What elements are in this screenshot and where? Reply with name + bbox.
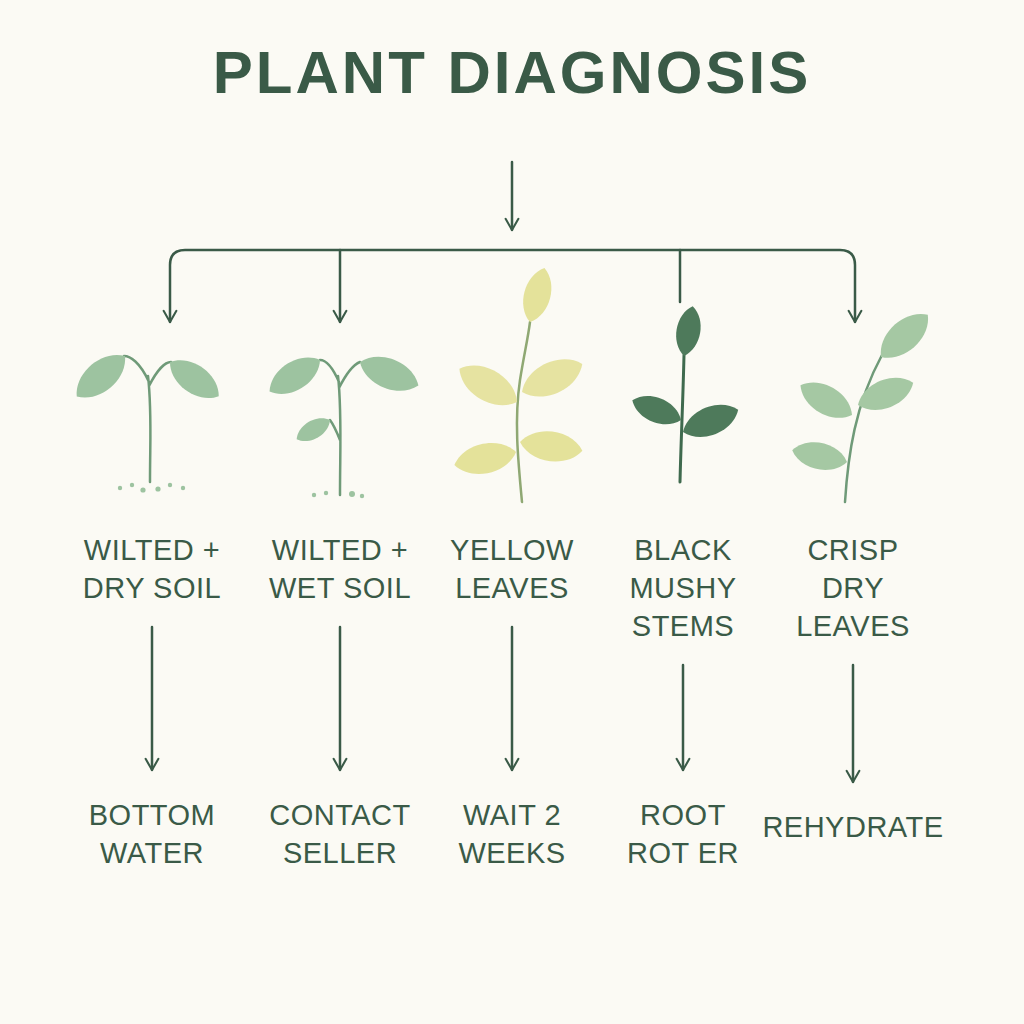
soil-dot — [130, 483, 134, 487]
symptom-node: WILTED + WET SOIL — [265, 531, 415, 607]
stem — [124, 356, 171, 482]
leaf — [871, 304, 938, 368]
wilted-plant — [67, 345, 227, 493]
action-node: BOTTOM WATER — [77, 796, 227, 872]
action-label: WAIT 2 WEEKS — [437, 796, 587, 872]
leaf — [515, 350, 589, 407]
flow-arrow — [511, 627, 514, 770]
symptom-label: CRISP DRY LEAVES — [778, 531, 928, 645]
action-node: REHYDRATE — [759, 808, 948, 846]
soil-dot — [181, 486, 185, 490]
soil-dot — [349, 491, 355, 497]
bracket-drop — [339, 250, 342, 322]
leaf — [517, 264, 557, 325]
soil-dot — [312, 493, 316, 497]
leaf — [262, 348, 327, 403]
leaf — [672, 304, 704, 358]
soil-dot — [118, 486, 122, 490]
wilted-plant — [262, 348, 424, 498]
leaf — [452, 355, 525, 415]
action-label: BOTTOM WATER — [77, 796, 227, 872]
action-node: ROOT ROT ER — [608, 796, 758, 872]
flow-arrow — [339, 627, 342, 770]
symptom-node: YELLOW LEAVES — [437, 531, 587, 607]
symptom-node: BLACK MUSHY STEMS — [608, 531, 758, 645]
symptom-node: WILTED + DRY SOIL — [77, 531, 227, 607]
symptom-label: WILTED + WET SOIL — [265, 531, 415, 607]
crisp-plant — [789, 304, 937, 502]
leaf — [292, 412, 334, 447]
action-node: CONTACT SELLER — [265, 796, 415, 872]
symptom-label: WILTED + DRY SOIL — [77, 531, 227, 607]
leaf — [789, 437, 849, 474]
branch-bracket — [170, 162, 855, 322]
soil-dots — [118, 483, 185, 493]
leaf — [628, 389, 686, 432]
action-label: CONTACT SELLER — [265, 796, 415, 872]
leaf — [678, 397, 744, 445]
dark-plant — [628, 304, 744, 482]
leaf — [67, 345, 134, 408]
flow-arrow — [682, 665, 685, 770]
soil-dot — [168, 483, 172, 487]
symptom-label: BLACK MUSHY STEMS — [608, 531, 758, 645]
stem — [845, 355, 882, 502]
diagram-title: PLANT DIAGNOSIS — [0, 38, 1024, 107]
yellow-plant — [451, 264, 589, 502]
soil-dot — [155, 486, 160, 491]
leaf — [354, 348, 424, 399]
soil-dot — [360, 494, 364, 498]
soil-dot — [140, 487, 145, 492]
action-node: WAIT 2 WEEKS — [437, 796, 587, 872]
leaf — [451, 437, 519, 479]
title-arrow — [511, 162, 514, 230]
leaf — [793, 373, 859, 427]
action-label: REHYDRATE — [759, 808, 948, 846]
flow-arrow — [151, 627, 154, 770]
bracket-line — [170, 250, 855, 322]
stem — [517, 322, 530, 502]
symptom-node: CRISP DRY LEAVES — [778, 531, 928, 645]
leaf — [162, 351, 227, 408]
action-label: ROOT ROT ER — [608, 796, 758, 872]
bracket-drop — [679, 250, 682, 302]
leaf — [853, 370, 919, 418]
soil-dots — [312, 491, 364, 498]
symptom-label: YELLOW LEAVES — [437, 531, 587, 607]
leaf — [518, 427, 585, 465]
flow-arrow — [852, 665, 855, 782]
soil-dot — [324, 491, 328, 495]
